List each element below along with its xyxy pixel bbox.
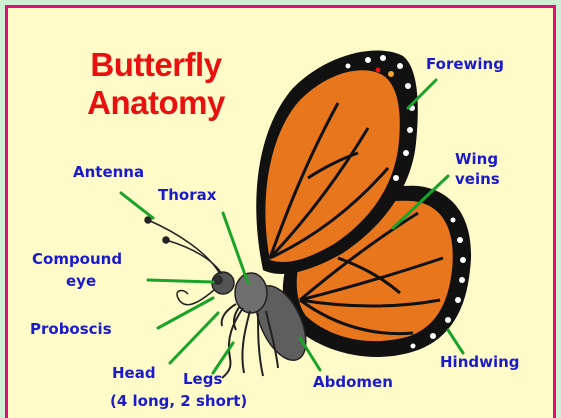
label-abdomen: Abdomen <box>313 373 393 391</box>
label-thorax: Thorax <box>158 186 216 204</box>
antennae <box>145 217 222 274</box>
label-antenna: Antenna <box>73 163 144 181</box>
label-compound-eye-line1: Compound <box>32 250 122 268</box>
label-head: Head <box>112 364 156 382</box>
diagram-title-line2: Anatomy <box>66 84 246 122</box>
label-legs-note: (4 long, 2 short) <box>110 392 247 410</box>
label-hindwing: Hindwing <box>440 353 520 371</box>
label-compound-eye-line2: eye <box>66 272 96 290</box>
label-legs: Legs <box>183 370 222 388</box>
proboscis-shape <box>177 290 214 305</box>
label-wing-veins-line2: veins <box>455 170 500 188</box>
label-wing-veins-line1: Wing <box>455 150 498 168</box>
diagram-title-line1: Butterfly <box>66 46 246 84</box>
label-forewing: Forewing <box>426 55 504 73</box>
label-proboscis: Proboscis <box>30 320 112 338</box>
diagram-frame: Butterfly Anatomy Forewing Wing veins An… <box>5 5 556 418</box>
